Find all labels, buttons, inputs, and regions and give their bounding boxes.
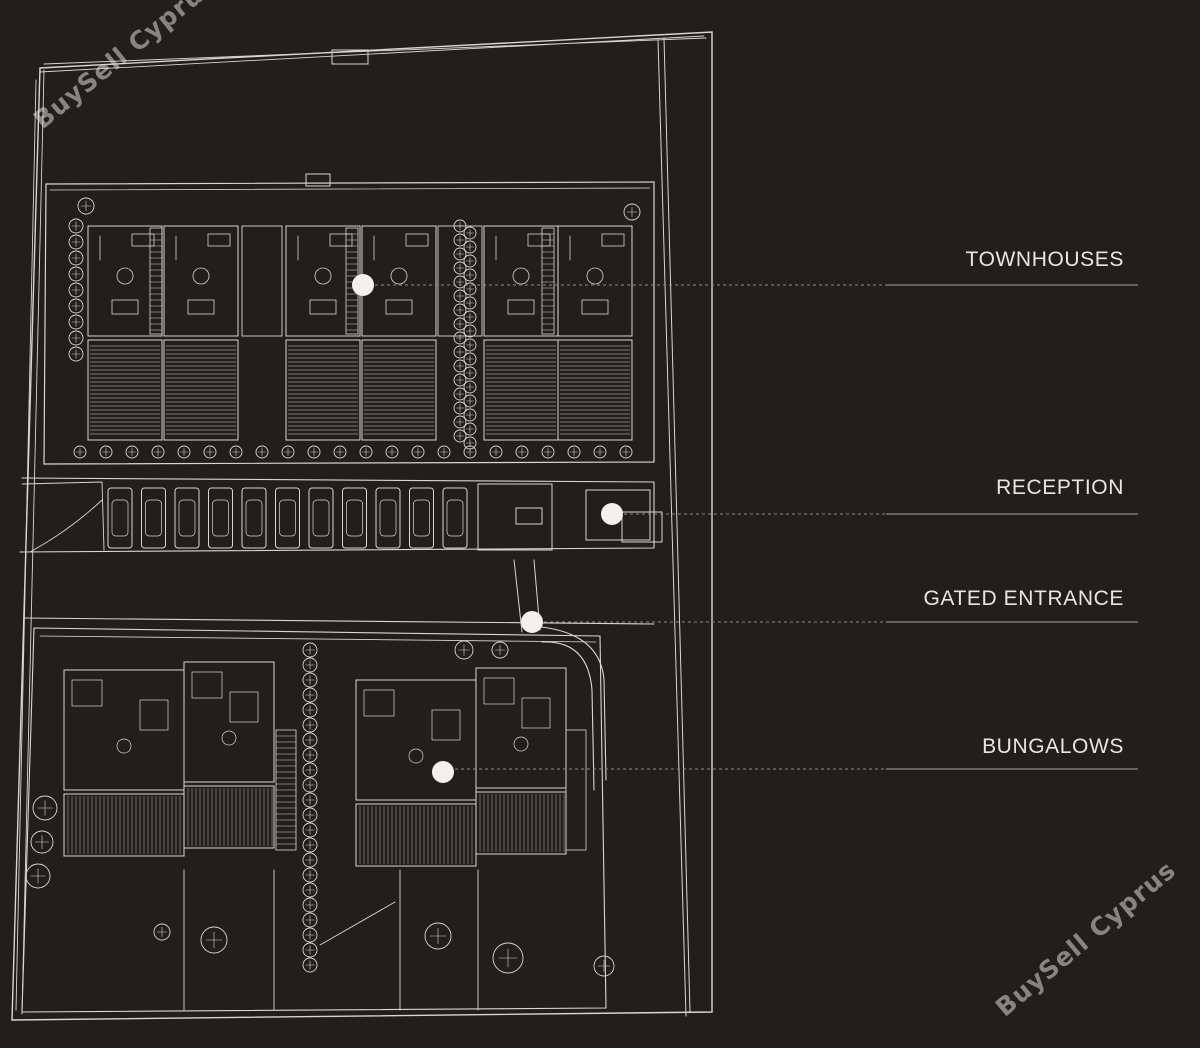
gate-mark xyxy=(331,49,369,65)
townhouses-marker[interactable] xyxy=(352,274,374,296)
gate-mark xyxy=(305,173,331,187)
bungalows-label: BUNGALOWS xyxy=(982,735,1124,758)
reception-marker[interactable] xyxy=(601,503,623,525)
leader-lines xyxy=(363,284,1138,770)
trees xyxy=(25,197,641,977)
bungalow-block xyxy=(21,627,607,1013)
parking-bays xyxy=(107,487,468,549)
townhouse-block xyxy=(43,181,655,465)
driveway xyxy=(529,625,607,791)
reception-label: RECEPTION xyxy=(996,476,1124,499)
townhouses-label: TOWNHOUSES xyxy=(965,248,1124,271)
site-boundary xyxy=(11,31,713,1021)
parking-area xyxy=(19,477,663,633)
bungalows-marker[interactable] xyxy=(432,761,454,783)
gated-entrance-marker[interactable] xyxy=(521,611,543,633)
gated-entrance-label: GATED ENTRANCE xyxy=(923,587,1124,610)
